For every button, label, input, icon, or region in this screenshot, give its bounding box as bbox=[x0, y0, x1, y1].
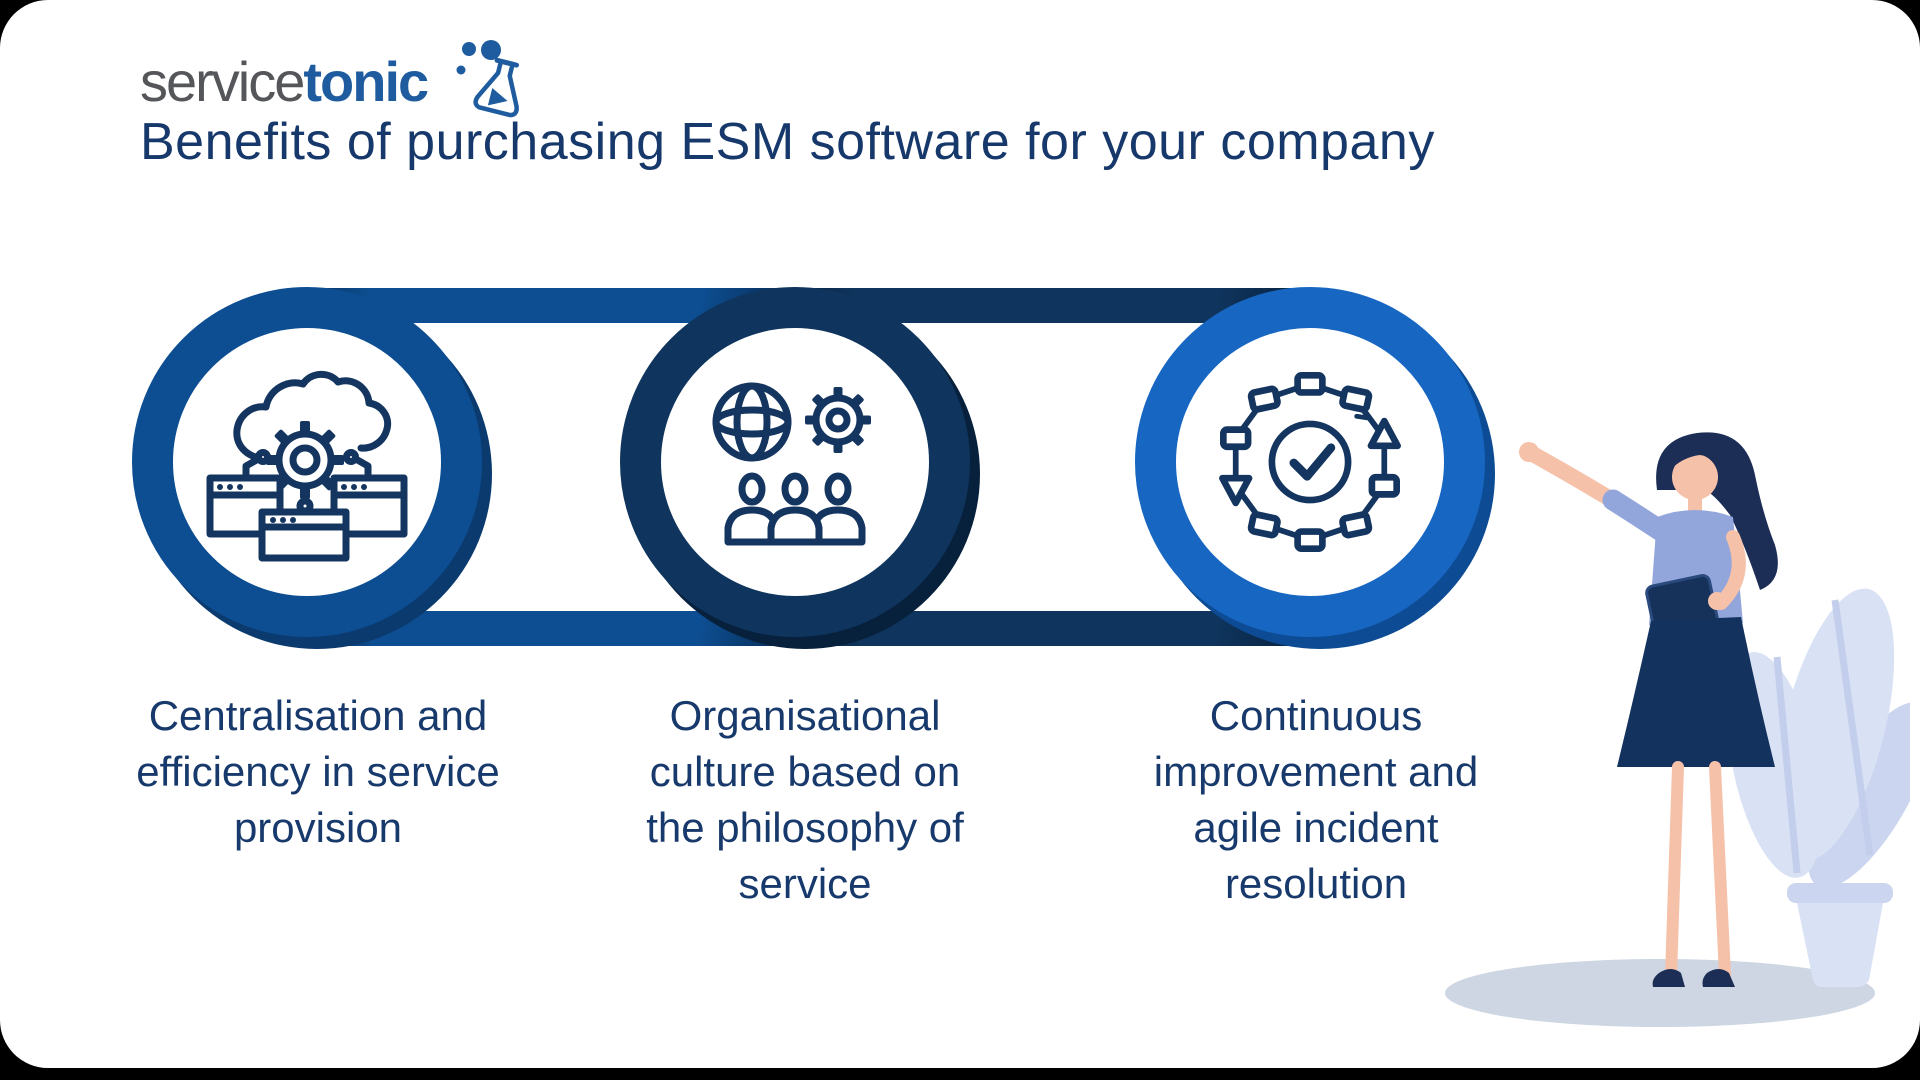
brand-name-service: service bbox=[140, 50, 305, 113]
check-mark bbox=[1289, 443, 1336, 481]
benefit-label-continuous-improvement: Continuous improvement and agile inciden… bbox=[1153, 692, 1479, 907]
cloud-shape bbox=[233, 370, 392, 462]
brand-name-tonic: tonic bbox=[303, 50, 429, 113]
globe-gear-people-icon bbox=[712, 382, 871, 546]
globe-shape bbox=[712, 382, 792, 462]
up-arrow bbox=[1367, 417, 1401, 450]
cloud-gear-windows-icon bbox=[206, 370, 408, 562]
gear-shape bbox=[805, 387, 871, 453]
woman bbox=[1519, 432, 1778, 987]
flask-icon bbox=[456, 40, 520, 118]
woman-presenter-illustration bbox=[1445, 432, 1910, 1027]
ground-shadow bbox=[1445, 959, 1875, 1027]
page-title: Benefits of purchasing ESM software for … bbox=[140, 113, 1435, 171]
benefit-label-centralisation: Centralisation and efficiency in service… bbox=[136, 692, 500, 851]
people-group bbox=[724, 472, 866, 546]
flask-bubbles bbox=[456, 40, 502, 75]
benefit-ring-continuous-improvement bbox=[1135, 287, 1485, 637]
check-circle bbox=[1268, 420, 1352, 504]
benefit-label-organisational-culture: Organisational culture based on the phil… bbox=[646, 692, 964, 907]
browser-windows bbox=[206, 474, 408, 562]
flask-body bbox=[473, 57, 520, 118]
improvement-cycle-check-icon bbox=[1219, 372, 1401, 552]
down-arrow bbox=[1219, 474, 1253, 507]
benefit-ring-organisational-culture bbox=[620, 287, 970, 637]
benefit-ring-centralisation bbox=[132, 287, 482, 637]
cycle-boxes bbox=[1220, 372, 1400, 552]
